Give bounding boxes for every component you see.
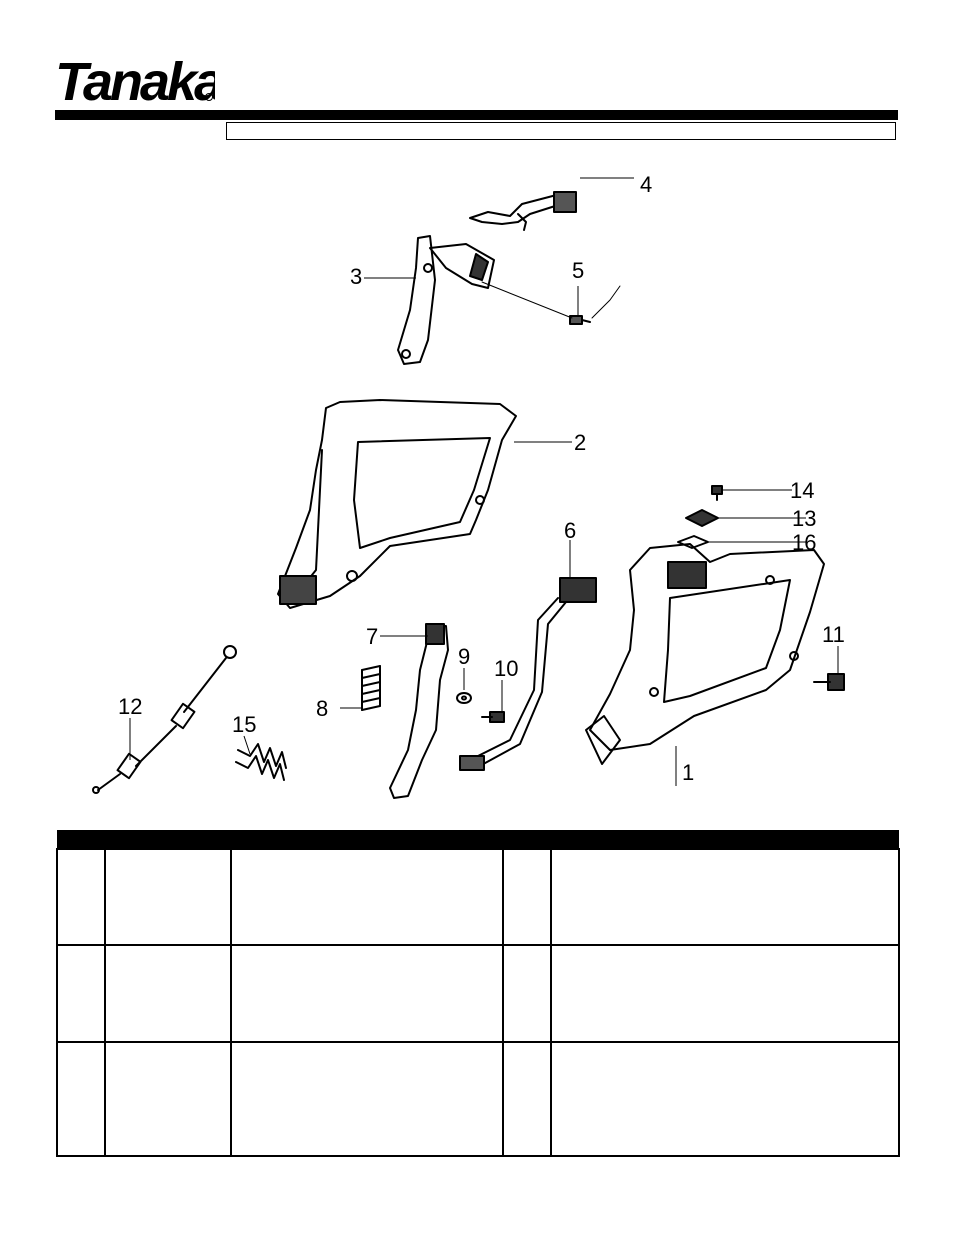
header-cell bbox=[503, 830, 551, 849]
callout-11: 11 bbox=[822, 622, 845, 647]
part-3-trigger bbox=[397, 235, 495, 365]
header-cell bbox=[551, 830, 899, 849]
header-rule bbox=[55, 110, 898, 120]
header-title-box bbox=[226, 122, 896, 140]
header-cell bbox=[231, 830, 503, 849]
part-4-lever bbox=[469, 191, 577, 231]
table-cell bbox=[104, 1040, 232, 1158]
table-cell bbox=[56, 944, 106, 1043]
callout-14: 14 bbox=[790, 478, 814, 503]
parts-drawing: 1 2 3 4 5 6 7 8 9 10 11 12 13 14 15 16 bbox=[92, 172, 845, 799]
tanaka-logo-mark: Tanaka bbox=[55, 52, 226, 112]
table-cell bbox=[550, 847, 900, 947]
table-row bbox=[56, 1040, 900, 1158]
callout-2: 2 bbox=[574, 430, 586, 455]
table-cell bbox=[502, 944, 552, 1043]
callout-1: 1 bbox=[682, 760, 694, 785]
parts-table-header-row bbox=[57, 830, 899, 849]
table-cell bbox=[230, 1040, 504, 1158]
table-row bbox=[56, 944, 900, 1043]
callout-13: 13 bbox=[792, 506, 816, 531]
part-6-switch bbox=[459, 577, 597, 771]
callout-5: 5 bbox=[572, 258, 584, 283]
registered-mark-icon bbox=[205, 93, 213, 101]
part-5-screw bbox=[481, 281, 621, 325]
table-row bbox=[56, 847, 900, 947]
part-9-washer bbox=[456, 692, 472, 704]
header-cell bbox=[105, 830, 231, 849]
callout-12: 12 bbox=[118, 694, 142, 719]
callout-6: 6 bbox=[564, 518, 576, 543]
table-cell bbox=[550, 1040, 900, 1158]
table-cell bbox=[56, 847, 106, 947]
callout-7: 7 bbox=[366, 624, 378, 649]
part-13-button bbox=[685, 509, 719, 527]
table-cell bbox=[502, 1040, 552, 1158]
table-cell bbox=[104, 944, 232, 1043]
header-cell bbox=[57, 830, 105, 849]
tanaka-logo: Tanaka bbox=[55, 50, 226, 112]
table-cell bbox=[230, 847, 504, 947]
parts-table-header bbox=[57, 830, 899, 849]
part-15-spring bbox=[235, 743, 287, 781]
callout-8: 8 bbox=[316, 696, 328, 721]
exploded-parts-diagram: 1 2 3 4 5 6 7 8 9 10 11 12 13 14 15 16 bbox=[90, 150, 890, 820]
logo-wordmark: Tanaka bbox=[55, 52, 215, 106]
part-8-spring bbox=[361, 665, 381, 711]
part-10-screw bbox=[481, 711, 505, 723]
callout-10: 10 bbox=[494, 656, 518, 681]
part-7-lockout-lever bbox=[389, 623, 449, 799]
callout-3: 3 bbox=[350, 264, 362, 289]
callout-16: 16 bbox=[792, 530, 816, 555]
table-cell bbox=[230, 944, 504, 1043]
table-cell bbox=[56, 1040, 106, 1158]
callout-9: 9 bbox=[458, 644, 470, 669]
table-cell bbox=[502, 847, 552, 947]
callout-4: 4 bbox=[640, 172, 652, 197]
part-11-bolt bbox=[813, 673, 845, 691]
part-2-handle-half bbox=[277, 399, 517, 609]
table-cell bbox=[104, 847, 232, 947]
part-12-cable bbox=[92, 645, 237, 794]
part-14-screw bbox=[711, 485, 723, 501]
callout-15: 15 bbox=[232, 712, 256, 737]
part-1-main-handle bbox=[585, 543, 825, 765]
table-cell bbox=[550, 944, 900, 1043]
parts-table bbox=[56, 830, 900, 1158]
